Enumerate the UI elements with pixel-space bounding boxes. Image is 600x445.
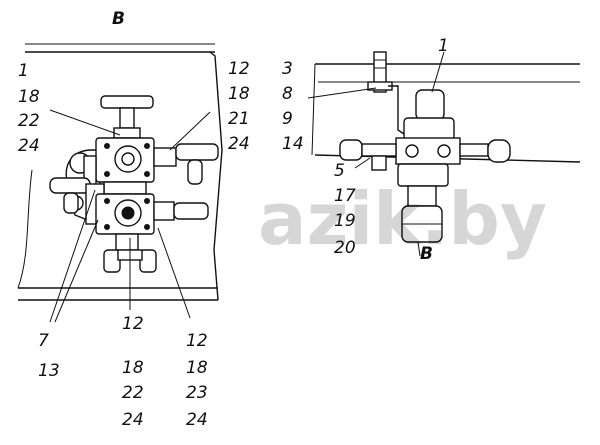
label-left-stack-4: 24 [18,136,40,156]
upper-bolt-4 [144,171,150,177]
leader-8 [307,87,377,99]
label-left-stack-2: 18 [18,87,40,107]
lower-bolt-1 [104,198,110,204]
left-fitting-pipe [49,177,91,194]
label-left-stack-3: 22 [18,111,40,131]
label-bottom-right-4: 24 [186,410,208,430]
label-bottom-right-2: 18 [186,358,208,378]
upper-stem [119,107,135,129]
label-right-stack-3: 21 [228,109,250,129]
left-view [17,43,223,323]
upper-tee-branch [187,159,203,185]
label-bottom-center-1: 12 [122,314,144,334]
upper-handle [100,95,154,109]
upper-right-fitting [153,147,177,167]
label-right-stack-4: 24 [228,134,250,154]
channel-left-end [311,63,316,156]
bottom-right-outlet [139,249,157,273]
central-port-right [437,144,451,158]
leader-1 [49,109,121,136]
label-right-left-2: 8 [282,84,293,104]
right-pipe [459,143,489,157]
drain-line [417,241,421,257]
label-right-left-3: 9 [282,109,293,129]
leader-13 [54,219,99,323]
upper-bolt-1 [104,143,110,149]
label-bottom-right-1: 12 [186,331,208,351]
lower-bolt-4 [144,224,150,230]
middle-connector [103,181,147,195]
central-port-left [405,144,419,158]
label-right-stack-1: 12 [228,59,250,79]
label-right-stack-2: 18 [228,84,250,104]
label-bottom-center-2: 18 [122,358,144,378]
top-valve-body [403,117,455,141]
label-right-left-1: 3 [282,59,293,79]
lower-valve-port-inner [121,206,135,220]
label-right-lower-4: 20 [334,238,356,258]
label-right-lower-1: 5 [334,161,345,181]
leader-right-1 [431,51,445,93]
label-right-lower-3: 19 [334,211,356,231]
label-bottom-left-2: 13 [38,361,60,381]
left-pipe-end [339,139,363,161]
label-right-lower-2: 17 [334,186,356,206]
view-marker: B [420,244,433,264]
leader-7 [49,189,96,323]
bracket-arm [388,85,405,135]
lower-left-fitting [371,155,387,171]
label-right-top: 1 [438,36,449,56]
label-bottom-left-1: 7 [38,331,49,351]
label-bottom-center-3: 22 [122,383,144,403]
upper-nut [113,127,141,139]
lower-right-fitting [153,201,175,221]
upper-bolt-3 [104,171,110,177]
left-pipe [361,143,397,157]
leader-12-right [157,227,191,319]
right-view [307,51,581,257]
right-pipe-end [487,139,511,163]
upper-tee-pipe [175,143,219,161]
label-bottom-right-3: 23 [186,383,208,403]
leader-5 [354,157,371,169]
watermark: azik.by [258,177,547,261]
lower-right-pipe [173,202,209,220]
lower-bolt-3 [104,224,110,230]
upper-bolt-2 [144,143,150,149]
top-valve-cap [415,89,445,121]
frame-left-edge [17,169,33,289]
leader-12-top [169,111,211,151]
bottom-left-outlet [103,249,121,273]
label-bottom-center-4: 24 [122,410,144,430]
upper-valve-port-inner [121,152,135,166]
frame-right-edge [209,51,223,301]
label-left-stack-1: 1 [18,61,29,81]
label-right-left-4: 14 [282,134,304,154]
lower-stem [115,233,139,251]
view-label: B [112,9,125,29]
lower-bolt-2 [144,198,150,204]
left-fitting-branch [63,192,79,214]
